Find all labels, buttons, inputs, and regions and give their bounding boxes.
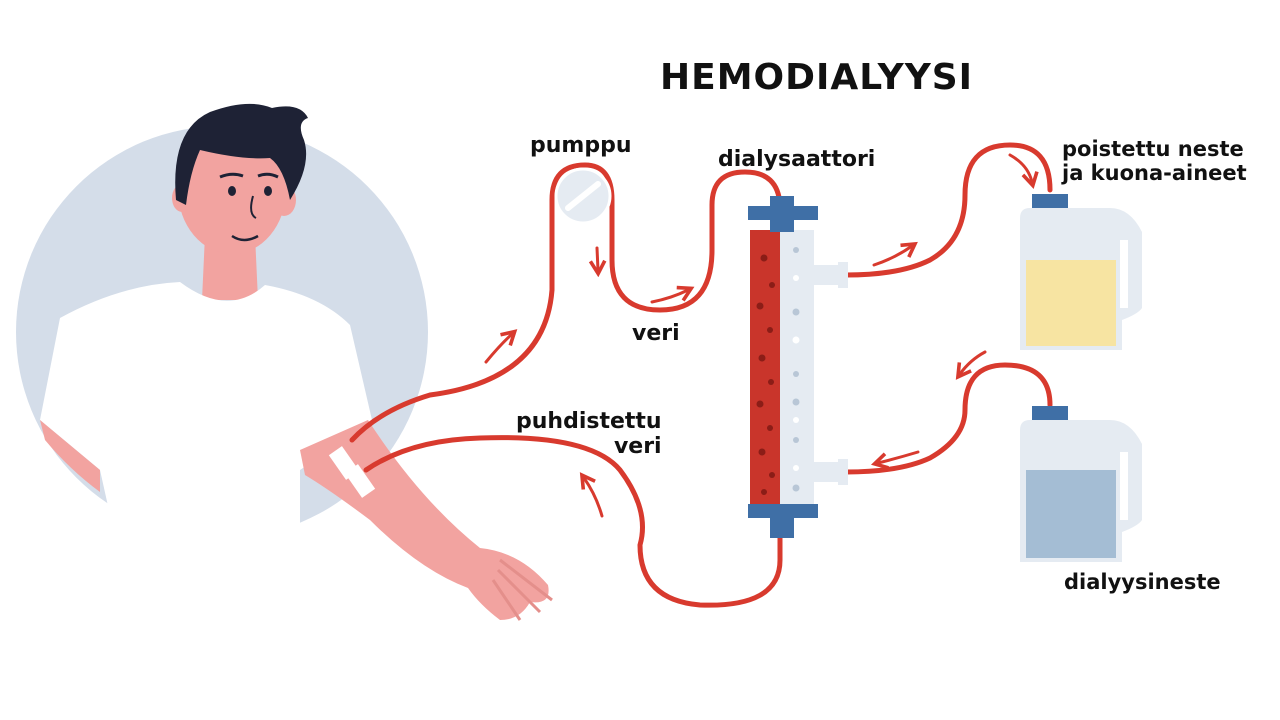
- clean-blood-label-line1: puhdistettu: [516, 409, 662, 434]
- clean-blood-label-line2: veri: [613, 433, 662, 459]
- flow-arrow: [650, 285, 695, 304]
- blood-tubes: [349, 142, 1053, 608]
- waste-fluid: [1026, 260, 1116, 346]
- waste-container: [1020, 194, 1142, 350]
- flow-arrow: [872, 241, 918, 267]
- pump-label: pumppu: [530, 133, 632, 158]
- pump: [554, 167, 612, 225]
- tube-waste: [843, 142, 1053, 278]
- blood-label: veri: [632, 321, 680, 346]
- waste-label: poistettu neste ja kuona-aineet: [1062, 137, 1247, 185]
- patient-figure: [40, 103, 553, 621]
- flow-arrows: [484, 153, 1039, 518]
- dialyzer: [748, 196, 848, 538]
- dialysate-fluid: [1026, 470, 1116, 558]
- tube-to-pump: [349, 162, 783, 443]
- waste-label-line2: ja kuona-aineet: [1062, 160, 1247, 185]
- flow-arrow: [1008, 153, 1039, 190]
- page-title: HEMODIALYYSI: [660, 57, 974, 98]
- dialysate-label: dialyysineste: [1064, 570, 1221, 594]
- flow-arrow: [484, 329, 518, 364]
- waste-label-line1: poistettu neste: [1062, 137, 1244, 161]
- flow-arrow: [870, 450, 920, 470]
- tube-return: [363, 435, 783, 608]
- tube-dialysate: [843, 362, 1053, 475]
- flow-arrow: [955, 350, 987, 380]
- dialyzer-label: dialysaattori: [718, 147, 876, 172]
- dialysate-container: [1020, 406, 1142, 562]
- flow-arrow: [588, 246, 607, 278]
- flow-arrow: [579, 472, 604, 518]
- clean-blood-label: puhdistettu veri: [516, 409, 662, 459]
- dialyzer-blood-chamber: [750, 230, 780, 506]
